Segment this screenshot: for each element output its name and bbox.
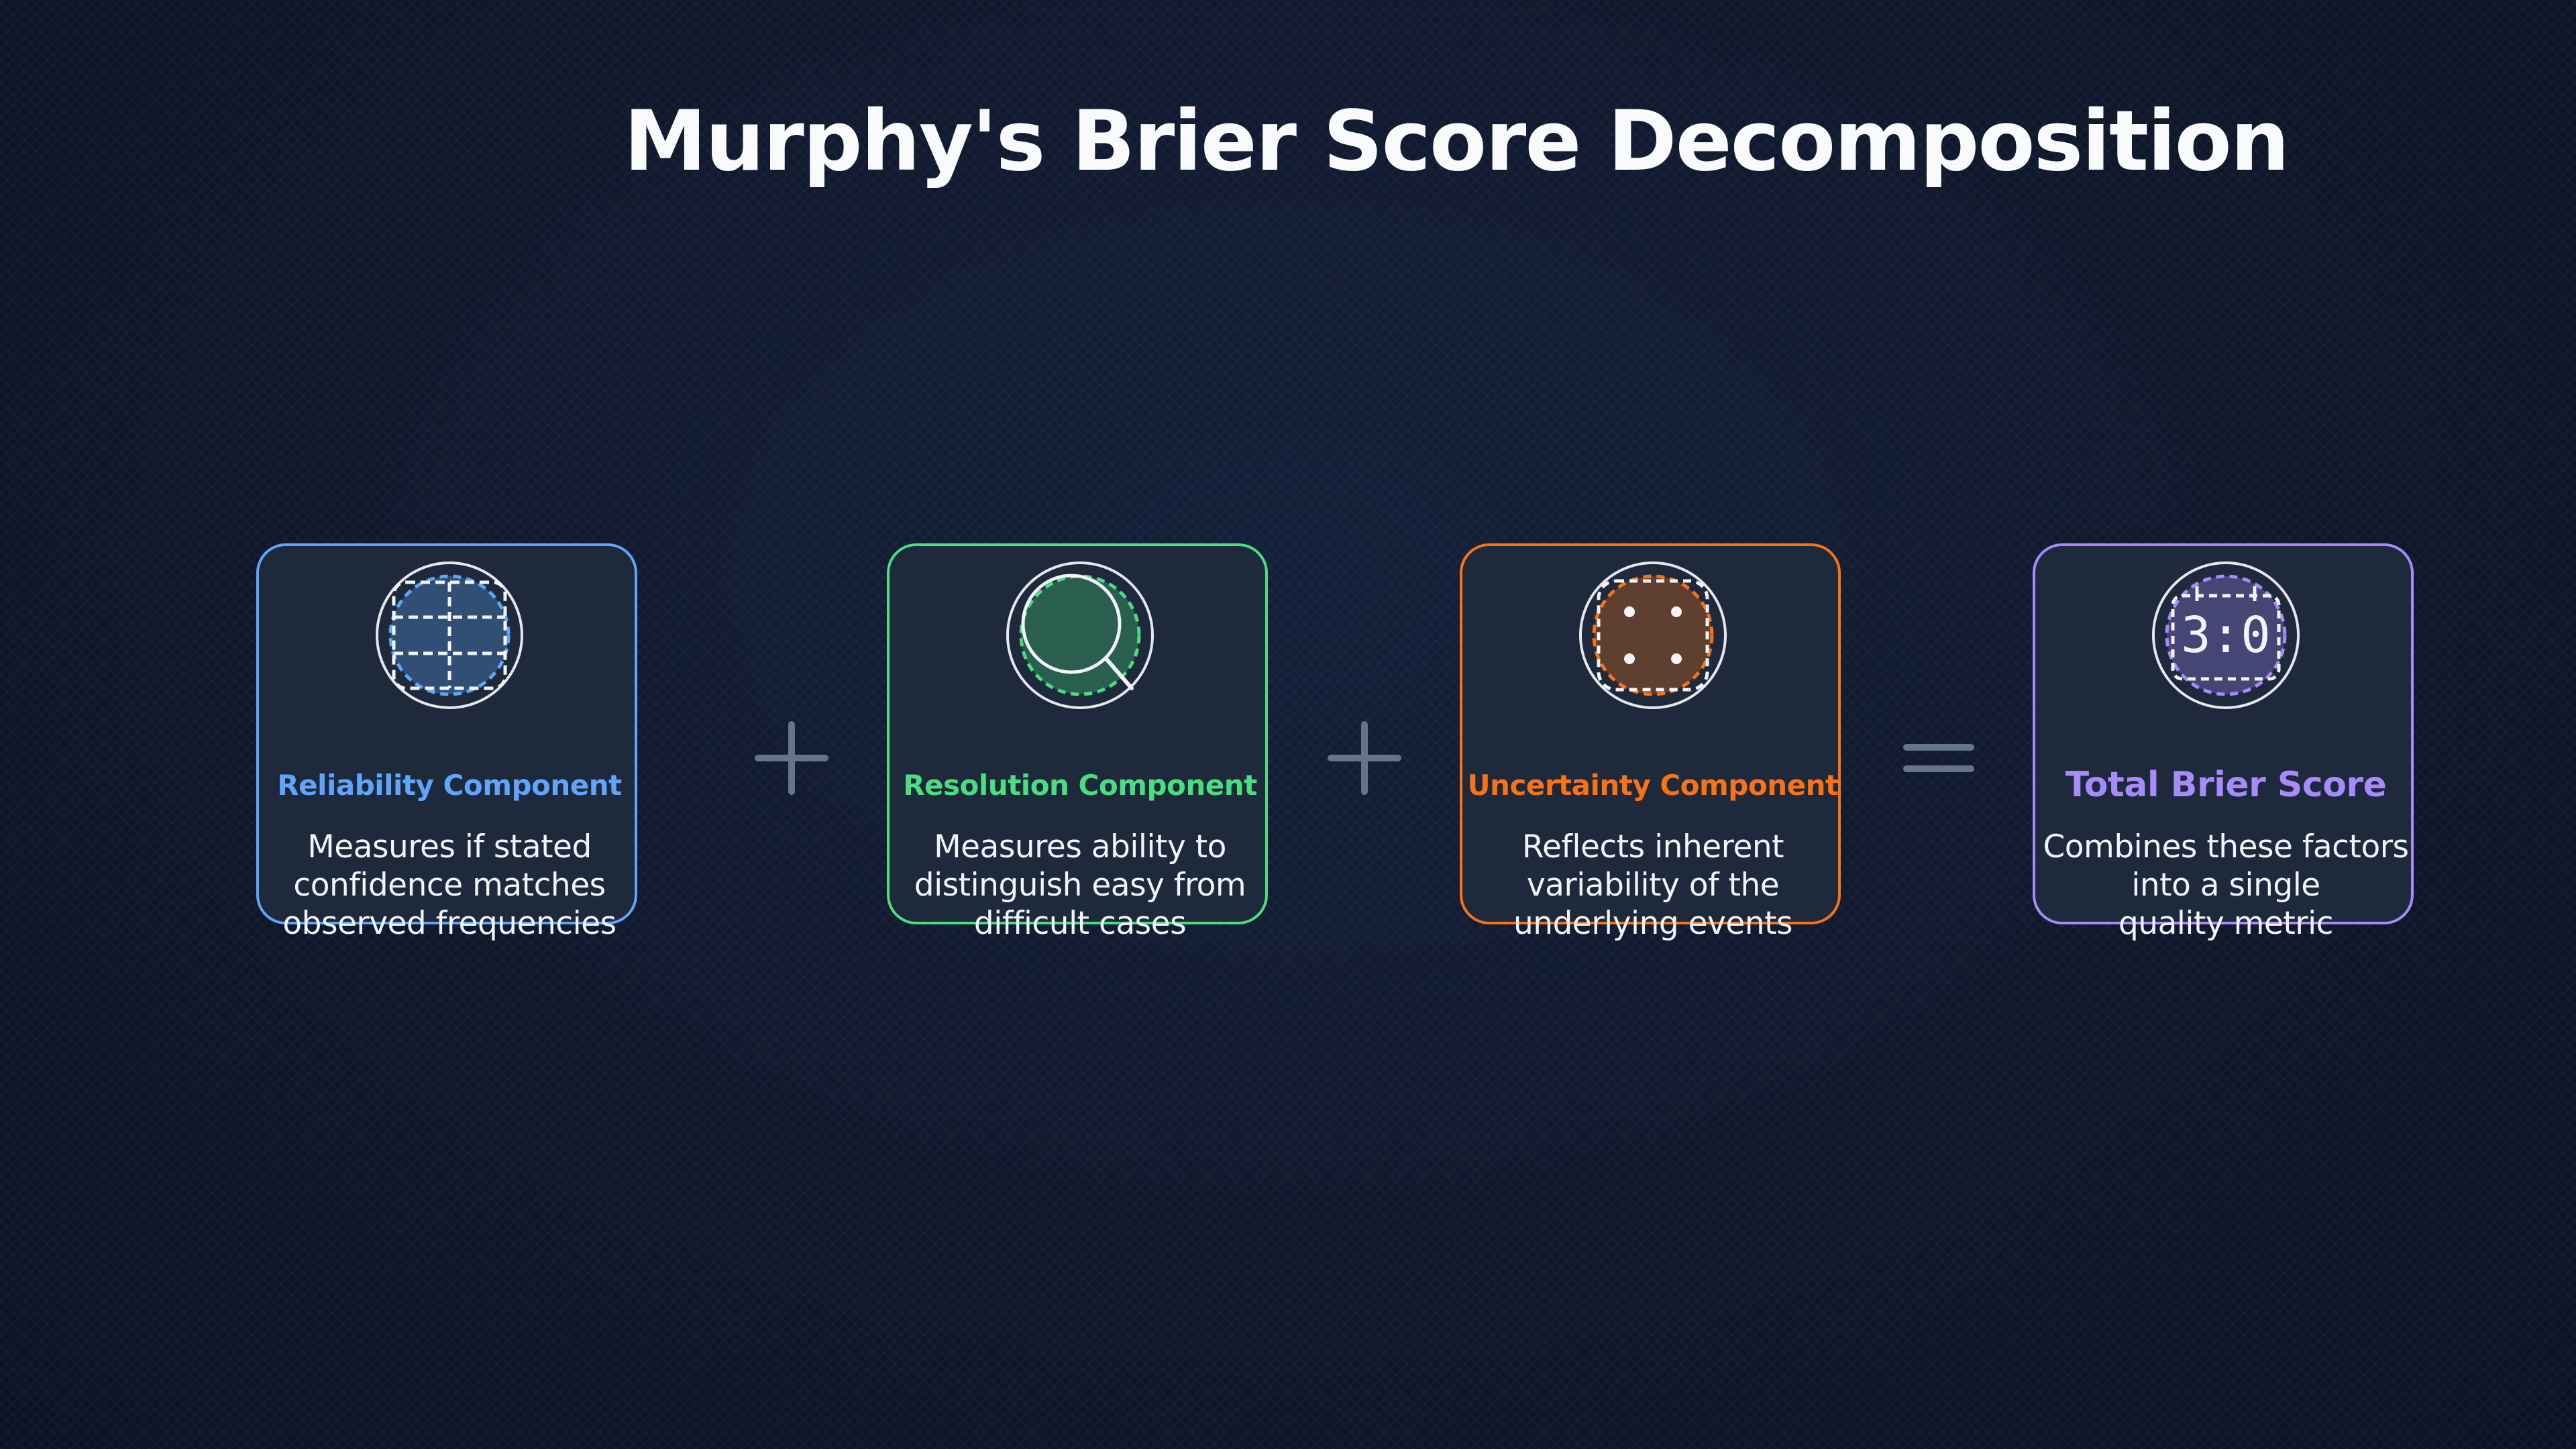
description-line: Measures if stated — [307, 828, 592, 865]
score-readout: 3:0 — [2181, 606, 2271, 664]
card-description: Reflects inherent variability of the und… — [1449, 828, 1857, 943]
equals-operator — [1892, 711, 1986, 805]
description-line: into a single — [2131, 867, 2320, 904]
grid-icon — [374, 559, 525, 711]
card-title: Reliability Component — [277, 769, 622, 802]
uncertainty-card: Uncertainty Component Reflects inherent … — [1460, 543, 1841, 942]
description-line: Combines these factors — [2043, 828, 2409, 865]
card-description: Measures ability to distinguish easy fro… — [876, 828, 1284, 943]
description-line: underlying events — [1513, 905, 1793, 942]
description-line: confidence matches — [293, 867, 606, 904]
description-line: distinguish easy from — [914, 867, 1246, 904]
card-title: Total Brier Score — [2065, 765, 2387, 805]
diagram-title: Murphy's Brier Score Decomposition — [624, 93, 2290, 190]
dice-icon — [1577, 559, 1729, 711]
reliability-card: Reliability Component Measures if stated… — [256, 543, 637, 942]
description-line: Measures ability to — [934, 828, 1226, 865]
description-line: difficult cases — [973, 905, 1187, 942]
resolution-card: Resolution Component Measures ability to… — [887, 543, 1268, 942]
description-line: quality metric — [2118, 905, 2334, 942]
plus-operator — [1318, 711, 1411, 805]
plus-operator — [745, 711, 839, 805]
description-line: Reflects inherent — [1521, 828, 1784, 865]
description-line: variability of the — [1526, 867, 1780, 904]
scoreboard-icon: 3:0 — [2150, 559, 2302, 711]
card-description: Combines these factors into a single qua… — [2022, 828, 2430, 943]
total-score-card: 3:0 Total Brier Score Combines these fac… — [2033, 543, 2414, 942]
description-line: observed frequencies — [282, 905, 616, 942]
magnifier-icon — [1004, 559, 1156, 711]
card-title: Uncertainty Component — [1467, 769, 1839, 802]
card-title: Resolution Component — [903, 769, 1257, 802]
card-description: Measures if stated confidence matches ob… — [246, 828, 653, 943]
